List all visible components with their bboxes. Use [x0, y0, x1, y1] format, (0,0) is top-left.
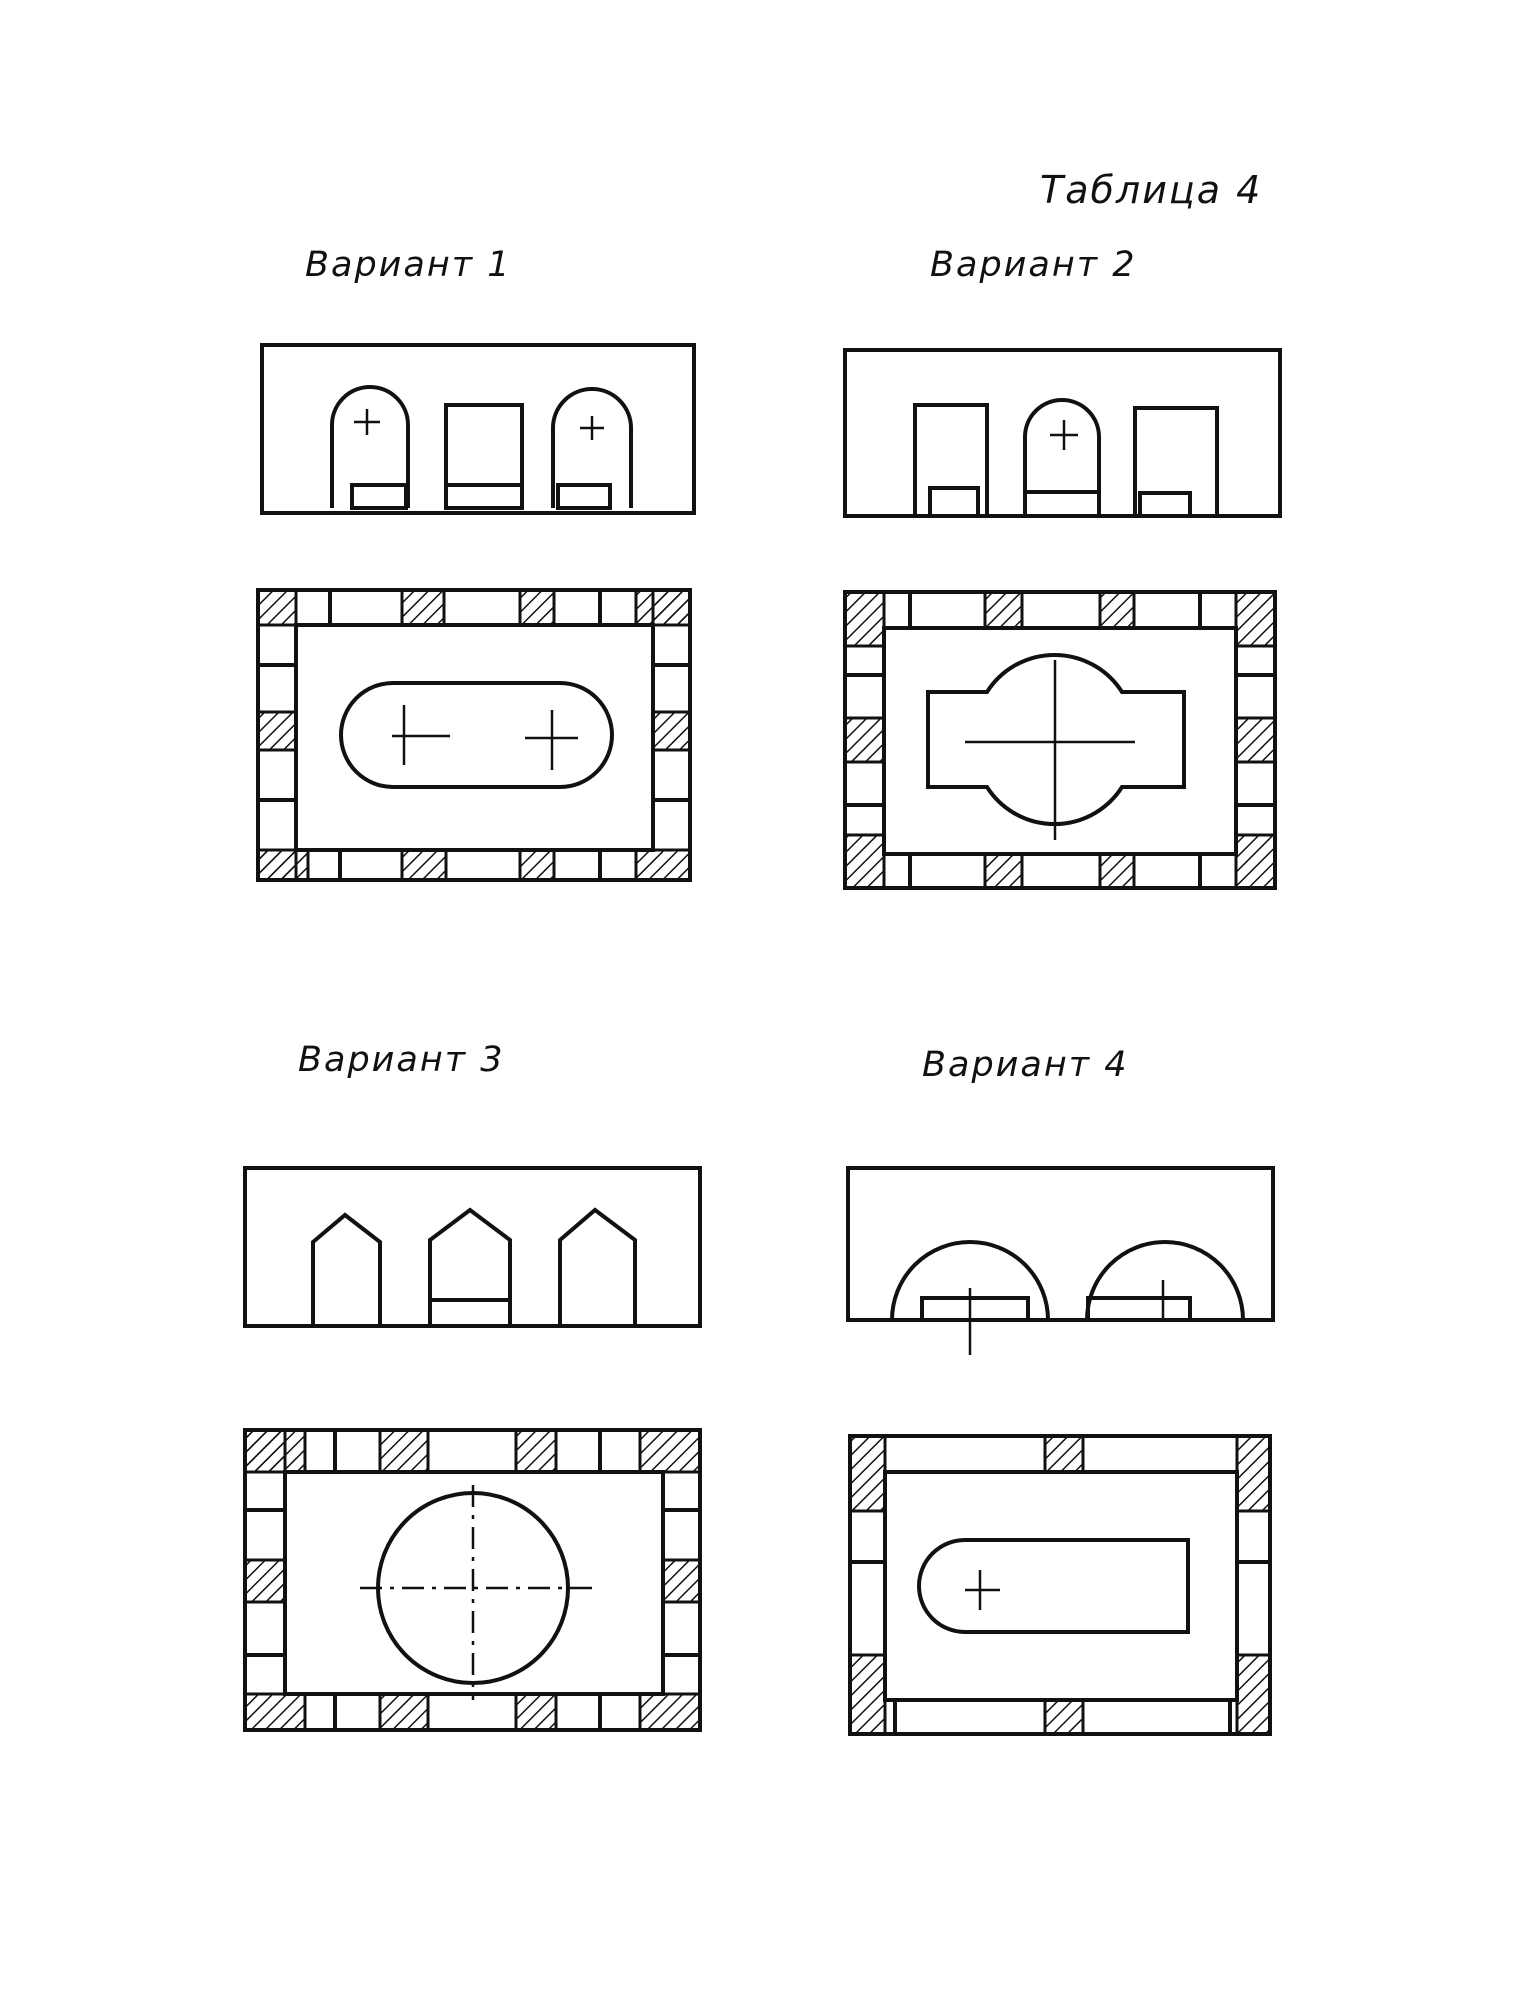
variant-3-plan-view: [243, 1428, 702, 1732]
variant-1-label: Вариант 1: [305, 245, 512, 285]
variant-2-front-view: [843, 348, 1282, 518]
variant-2-plan-view: [843, 590, 1277, 890]
table-title: Таблица 4: [1040, 168, 1263, 212]
variant-1-plan-view: [256, 588, 692, 882]
variant-1-front-view: [260, 343, 696, 515]
variant-4-front-view: [846, 1166, 1275, 1355]
variant-4-label: Вариант 4: [922, 1045, 1129, 1085]
variant-3-label: Вариант 3: [298, 1040, 505, 1080]
variant-4-plan-view: [848, 1434, 1272, 1736]
variant-3-front-view: [243, 1166, 702, 1328]
variant-2-label: Вариант 2: [930, 245, 1137, 285]
